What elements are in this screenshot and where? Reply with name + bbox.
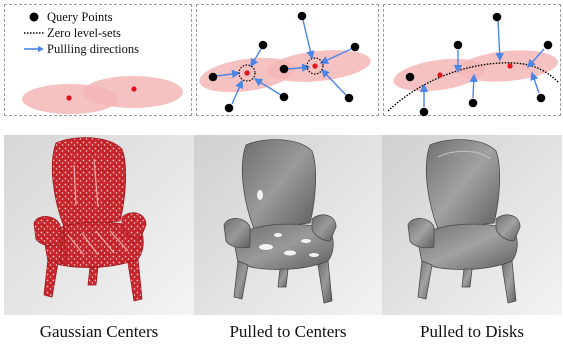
caption-gaussian-centers: Gaussian Centers: [39, 322, 159, 341]
gaussian-center-2: [507, 63, 513, 69]
render-pulled-to-centers: [194, 135, 382, 315]
zero-level-set-curve: [387, 62, 560, 112]
legend-label-pulling-directions: Pullling directions: [47, 42, 140, 56]
holes: [257, 190, 319, 257]
gaussian-center-1: [437, 72, 443, 78]
disks-schematic-svg: [387, 12, 560, 117]
query-points: [405, 12, 553, 117]
render-pulled-to-disks: [382, 135, 562, 315]
legend-row-zero-level-sets: Zero level-sets: [23, 25, 139, 41]
centers-schematic-svg: [199, 11, 371, 113]
panel-pulled-to-disks-schematic: [383, 4, 561, 117]
query-points: [208, 11, 360, 113]
render-gaussian-centers: [4, 135, 194, 315]
gaussian-ellipse-2: [267, 50, 371, 82]
legend-row-query-points: Query Points: [23, 9, 139, 25]
level-set-circle-2: [306, 57, 324, 75]
gaussian-center-1: [66, 95, 72, 101]
legend: Query Points Zero level-sets Pullling di…: [23, 9, 139, 57]
legend-label-query-points: Query Points: [47, 10, 113, 24]
panel-gaussian-centers-schematic: Query Points Zero level-sets Pullling di…: [4, 4, 192, 116]
chair-gaussian-centers-image: [4, 135, 194, 315]
dotted-line-icon: [24, 32, 44, 34]
caption-pulled-to-centers: Pulled to Centers: [229, 322, 347, 341]
level-set-circle-1: [238, 64, 256, 82]
pull-arrows-to-disks: [419, 20, 545, 107]
gaussian-center-1: [244, 70, 250, 76]
gaussian-center-2: [312, 63, 318, 69]
arrow-icon: [24, 46, 44, 52]
gaussian-center-2: [131, 86, 137, 92]
pull-arrows-to-centers: [216, 19, 352, 105]
legend-row-pulling-directions: Pullling directions: [23, 41, 139, 57]
query-point-icon: [29, 12, 39, 22]
chair-pulled-to-disks-image: [382, 135, 562, 315]
gaussian-ellipse-2: [83, 76, 183, 108]
chair-pulled-to-centers-image: [194, 135, 382, 315]
caption-pulled-to-disks: Pulled to Disks: [420, 322, 524, 341]
gaussian-schematic-svg: [22, 76, 183, 114]
legend-label-zero-level-sets: Zero level-sets: [47, 26, 121, 40]
panel-pulled-to-centers-schematic: [196, 4, 379, 116]
